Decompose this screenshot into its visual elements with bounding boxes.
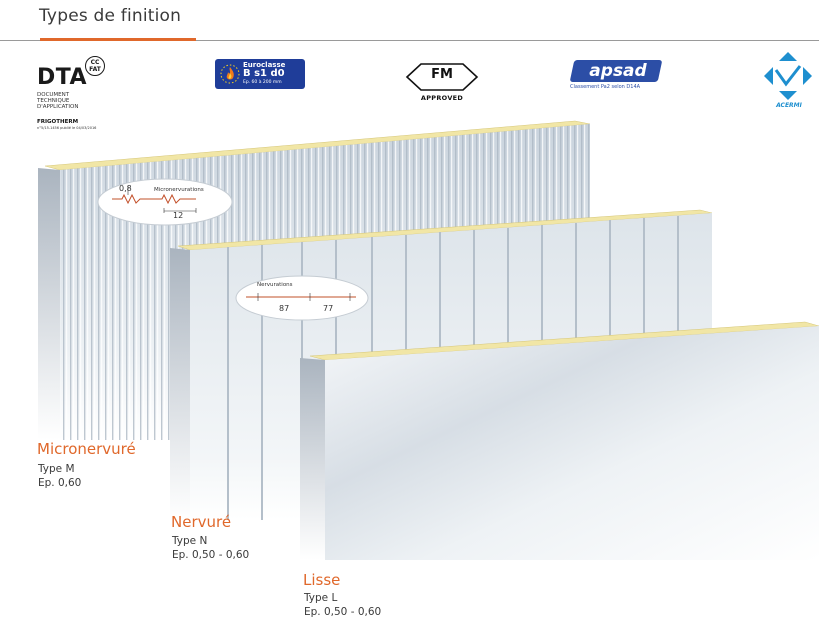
fm-approved-logo: FM APPROVED [403,60,481,104]
fm-diamond-icon [405,63,479,91]
acermi-icon [764,52,812,100]
flame-icon [220,64,240,84]
apsad-mark: apsad [589,61,647,81]
euroclasse-range: Ep. 60 à 200 mm [243,80,282,85]
fm-mark: FM [431,67,453,82]
micro-pitch-label: 12 [173,211,184,220]
finish-nervure-name: Nervuré [171,513,232,531]
back-panel-edge [38,168,60,440]
finish-lisse-thickness: Ep. 0,50 - 0,60 [304,606,382,618]
dta-mark: DTA [37,65,88,90]
micro-thickness-label: 0,8 [119,184,132,193]
nerv-right-dimension: 77 [323,304,334,313]
nerv-left-dimension: 87 [279,304,290,313]
finish-nervure-type: Type N [172,535,208,547]
finish-nervure-thickness: Ep. 0,50 - 0,60 [172,549,250,561]
title-divider [0,40,819,41]
acermi-label: ACERMI [776,102,802,109]
front-panel-edge [300,358,325,560]
euroclasse-logo: Euroclasse B s1 d0 Ep. 60 à 200 mm [215,59,305,89]
cc-fat-badge-top: CC [90,59,100,66]
front-panel-face [325,326,819,560]
dta-line-2: TECHNIQUE [37,98,70,104]
apsad-logo: apsad Classement Pa2 selon D14A [568,60,668,92]
front-panel-top-foam [309,321,819,361]
nerv-callout [235,275,369,321]
finish-micronervure-thickness: Ep. 0,60 [38,477,82,489]
euroclasse-rating: B s1 d0 [243,68,285,79]
cc-fat-badge: CC FAT [85,56,105,76]
micro-label: Micronervurations [154,187,204,193]
dta-subtitle: DOCUMENT TECHNIQUE D'APPLICATION [37,92,107,110]
dta-line-3: D'APPLICATION [37,104,79,110]
middle-panel-edge [170,248,190,520]
dta-logo: DTA CC FAT DOCUMENT TECHNIQUE D'APPLICAT… [37,56,117,138]
dta-reference: n°5/15-1456 publié le 04/03/2016 [37,126,97,130]
finish-lisse-type: Type L [304,592,338,604]
nerv-label: Nervurations [257,282,293,288]
finish-micronervure-type: Type M [38,463,75,475]
finish-lisse-name: Lisse [303,571,341,589]
cc-fat-badge-bottom: FAT [89,66,101,73]
finish-micronervure-name: Micronervuré [37,440,136,458]
micro-callout [97,178,233,226]
apsad-caption: Classement Pa2 selon D14A [570,84,641,90]
euroclasse-title: Euroclasse [243,61,286,69]
dta-brand: FRIGOTHERM [37,119,79,125]
page-title: Types de finition [39,6,182,26]
acermi-logo: ACERMI [762,50,814,110]
dta-line-1: DOCUMENT [37,92,70,98]
fm-approved-label: APPROVED [420,94,464,102]
title-accent-bar [40,38,196,41]
